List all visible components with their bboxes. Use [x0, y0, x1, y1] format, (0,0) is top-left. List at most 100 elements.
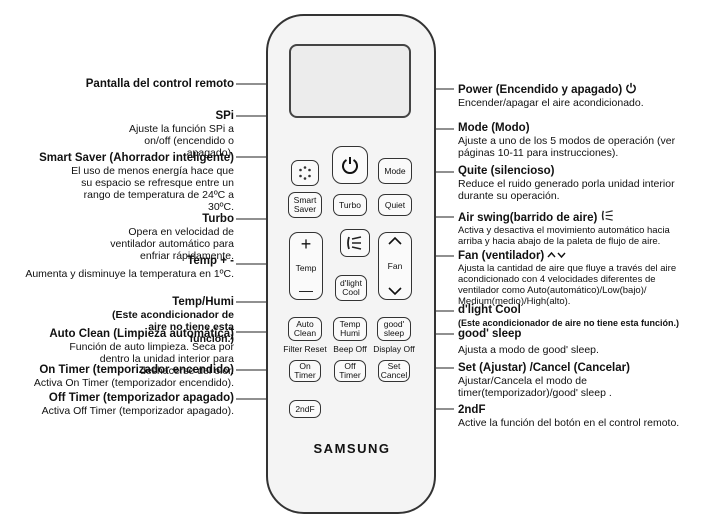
callout-good-sleep-desc: Ajusta a modo de good' sleep.: [458, 344, 599, 356]
callout-second-f-title: 2ndF: [458, 404, 486, 416]
callout-spi-desc: Ajuste la función SPi a on/off (encendid…: [128, 123, 234, 159]
fan-rocker-label: Fan: [387, 260, 403, 271]
display-off-label: Display Off: [373, 344, 415, 354]
callout-mode: Mode (Modo) Ajuste a uno de los 5 modos …: [458, 122, 694, 159]
callout-off-timer: Off Timer (temporizador apagado) Activa …: [10, 392, 234, 417]
callout-quiet: Quite (silencioso) Reduce el ruido gener…: [458, 165, 694, 202]
mode-button[interactable]: Mode: [378, 158, 412, 184]
set-cancel-label-2: Cancel: [380, 370, 408, 380]
temp-rocker[interactable]: + Temp —: [289, 232, 323, 300]
good-sleep-label-2: sleep: [383, 328, 405, 338]
chevron-up-icon: [388, 236, 402, 245]
dlight-label-1: d'light: [340, 278, 362, 288]
on-timer-label-2: Timer: [294, 370, 316, 380]
callout-mode-desc: Ajuste a uno de los 5 modos de operación…: [458, 135, 676, 159]
fan-rocker[interactable]: Fan: [378, 232, 412, 300]
callout-display: Pantalla del control remoto: [10, 78, 234, 91]
callout-temp-desc: Aumenta y disminuye la temperatura en 1º…: [25, 268, 234, 280]
callout-temp-humi-title: Temp/Humi: [172, 296, 234, 308]
callout-temp-humi: Temp/Humi (Este acondicionador de aire n…: [10, 296, 234, 345]
callout-fan: Fan (ventilador) Ajusta la cantidad de a…: [458, 250, 694, 307]
callout-power-title-row: Power (Encendido y apagado): [458, 82, 694, 97]
off-timer-label-2: Timer: [339, 370, 361, 380]
callout-power: Power (Encendido y apagado) Encender/apa…: [458, 82, 694, 109]
temp-humi-button[interactable]: Temp Humi: [333, 317, 367, 341]
callout-on-timer-desc: Activa On Timer (temporizador encendido)…: [33, 377, 234, 389]
callout-turbo: Turbo Opera en velocidad de ventilador a…: [10, 213, 234, 262]
beep-off-label: Beep Off: [333, 344, 367, 354]
good-sleep-label-1: good': [383, 319, 405, 329]
callout-quiet-desc: Reduce el ruido generado porla unidad in…: [458, 178, 675, 202]
quiet-button[interactable]: Quiet: [378, 194, 412, 216]
air-swing-icon: [601, 210, 613, 221]
dlight-cool-button[interactable]: d'light Cool: [335, 275, 367, 301]
callout-mode-title: Mode (Modo): [458, 122, 530, 134]
power-button[interactable]: [332, 146, 368, 184]
callout-on-timer: On Timer (temporizador encendido) Activa…: [10, 364, 234, 389]
callout-dlight-cool-title: d'light Cool: [458, 304, 521, 316]
temp-humi-label-2: Humi: [340, 328, 360, 338]
filter-reset-label: Filter Reset: [283, 344, 327, 354]
callout-second-f: 2ndF Active la función del botón en el c…: [458, 404, 694, 429]
off-timer-label-1: Off: [344, 361, 356, 371]
brand-logo: SAMSUNG: [313, 441, 391, 456]
callout-off-timer-title: Off Timer (temporizador apagado): [48, 392, 234, 404]
callout-turbo-title: Turbo: [202, 213, 234, 225]
temp-rocker-label: Temp: [295, 262, 317, 273]
callout-auto-clean-desc: Función de auto limpieza. Seca por dentr…: [69, 341, 234, 377]
callout-temp-title: Temp + -: [187, 255, 234, 267]
set-cancel-button[interactable]: Set Cancel: [378, 360, 410, 382]
temp-humi-label-1: Temp: [339, 319, 361, 329]
callout-fan-title: Fan (ventilador): [458, 250, 545, 262]
quiet-button-label: Quiet: [384, 199, 406, 210]
callout-power-desc: Encender/apagar el aire acondicionado.: [458, 97, 644, 109]
power-icon: [342, 157, 358, 174]
callout-air-swing-desc: Activa y desactiva el movimiento automát…: [458, 225, 670, 247]
second-f-label: 2ndF: [295, 403, 315, 414]
on-timer-button[interactable]: On Timer: [289, 360, 321, 382]
power-icon: [626, 82, 637, 94]
callout-turbo-desc: Opera en velocidad de ventilador automát…: [110, 226, 234, 262]
smart-saver-button[interactable]: Smart Saver: [288, 192, 322, 218]
callout-on-timer-title: On Timer (temporizador encendido): [39, 364, 234, 376]
callout-smart-saver: Smart Saver (Ahorrador inteligente) El u…: [10, 152, 234, 213]
spi-button[interactable]: [291, 160, 319, 186]
second-f-button[interactable]: 2ndF: [289, 400, 321, 418]
callout-set-cancel-desc: Ajustar/Cancela el modo de timer(tempori…: [458, 375, 612, 399]
callout-air-swing-title-row: Air swing(barrido de aire): [458, 210, 694, 225]
remote-display-screen: [289, 44, 411, 118]
callout-smart-saver-title: Smart Saver (Ahorrador inteligente): [39, 152, 234, 164]
callout-fan-title-row: Fan (ventilador): [458, 250, 694, 263]
auto-clean-label-2: Clean: [293, 328, 317, 338]
good-sleep-button[interactable]: good' sleep: [377, 317, 411, 341]
auto-clean-button[interactable]: Auto Clean: [288, 317, 322, 341]
chevron-down-icon: [388, 287, 402, 296]
mode-button-label: Mode: [384, 165, 406, 176]
turbo-button[interactable]: Turbo: [333, 194, 367, 216]
callout-good-sleep-title: good' sleep: [458, 328, 522, 340]
temp-minus-label: —: [299, 282, 313, 298]
chevron-up-down-icon: [547, 251, 566, 259]
turbo-button-label: Turbo: [339, 199, 361, 210]
callout-auto-clean: Auto Clean (Limpieza automática) Función…: [10, 328, 234, 377]
set-cancel-label-1: Set: [387, 361, 401, 371]
off-timer-button[interactable]: Off Timer: [334, 360, 366, 382]
dlight-label-2: Cool: [342, 287, 360, 297]
callout-air-swing-title: Air swing(barrido de aire): [458, 212, 598, 224]
on-timer-label-1: On: [299, 361, 311, 371]
air-swing-icon: [347, 236, 362, 250]
smart-saver-label-1: Smart: [293, 195, 317, 205]
callout-off-timer-desc: Activa Off Timer (temporizador apagado).: [41, 405, 234, 417]
callout-second-f-desc: Active la función del botón en el contro…: [458, 417, 680, 429]
smart-saver-label-2: Saver: [293, 204, 317, 214]
callout-temp: Temp + - Aumenta y disminuye la temperat…: [10, 255, 234, 280]
callout-spi-title: SPi: [215, 110, 234, 122]
callout-set-cancel-title: Set (Ajustar) /Cancel (Cancelar): [458, 362, 630, 374]
callout-smart-saver-desc: El uso de menos energía hace que su espa…: [71, 165, 234, 213]
callout-quiet-title: Quite (silencioso): [458, 165, 555, 177]
callout-display-title: Pantalla del control remoto: [85, 78, 234, 90]
callout-good-sleep: good' sleep Ajusta a modo de good' sleep…: [458, 328, 694, 356]
air-swing-button[interactable]: [340, 229, 370, 257]
auto-clean-label-1: Auto: [296, 319, 314, 329]
callout-spi: SPi Ajuste la función SPi a on/off (ence…: [10, 110, 234, 159]
